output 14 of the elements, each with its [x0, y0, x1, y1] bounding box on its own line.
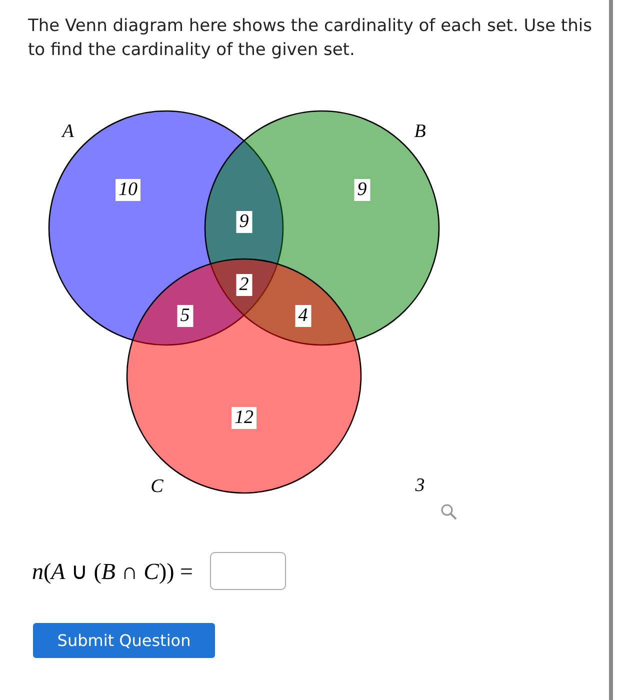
region-count: 9	[236, 211, 252, 233]
set-expression: n(A ∪ (B ∩ C)) =	[32, 558, 193, 585]
question-text: The Venn diagram here shows the cardinality of each set. Use this to find the cardinality of the given set.	[28, 15, 593, 62]
region-count: 12	[232, 407, 256, 429]
outside-count: 3	[415, 475, 425, 497]
region-count: 4	[295, 305, 311, 327]
set-label: A	[62, 121, 74, 143]
region-count: 10	[116, 179, 140, 201]
submit-button: Submit Question	[33, 623, 215, 658]
region-count: 9	[354, 179, 370, 201]
set-label: C	[150, 476, 164, 498]
region-count: 2	[236, 274, 252, 296]
region-count: 5	[177, 305, 193, 327]
set-label: B	[414, 121, 426, 143]
